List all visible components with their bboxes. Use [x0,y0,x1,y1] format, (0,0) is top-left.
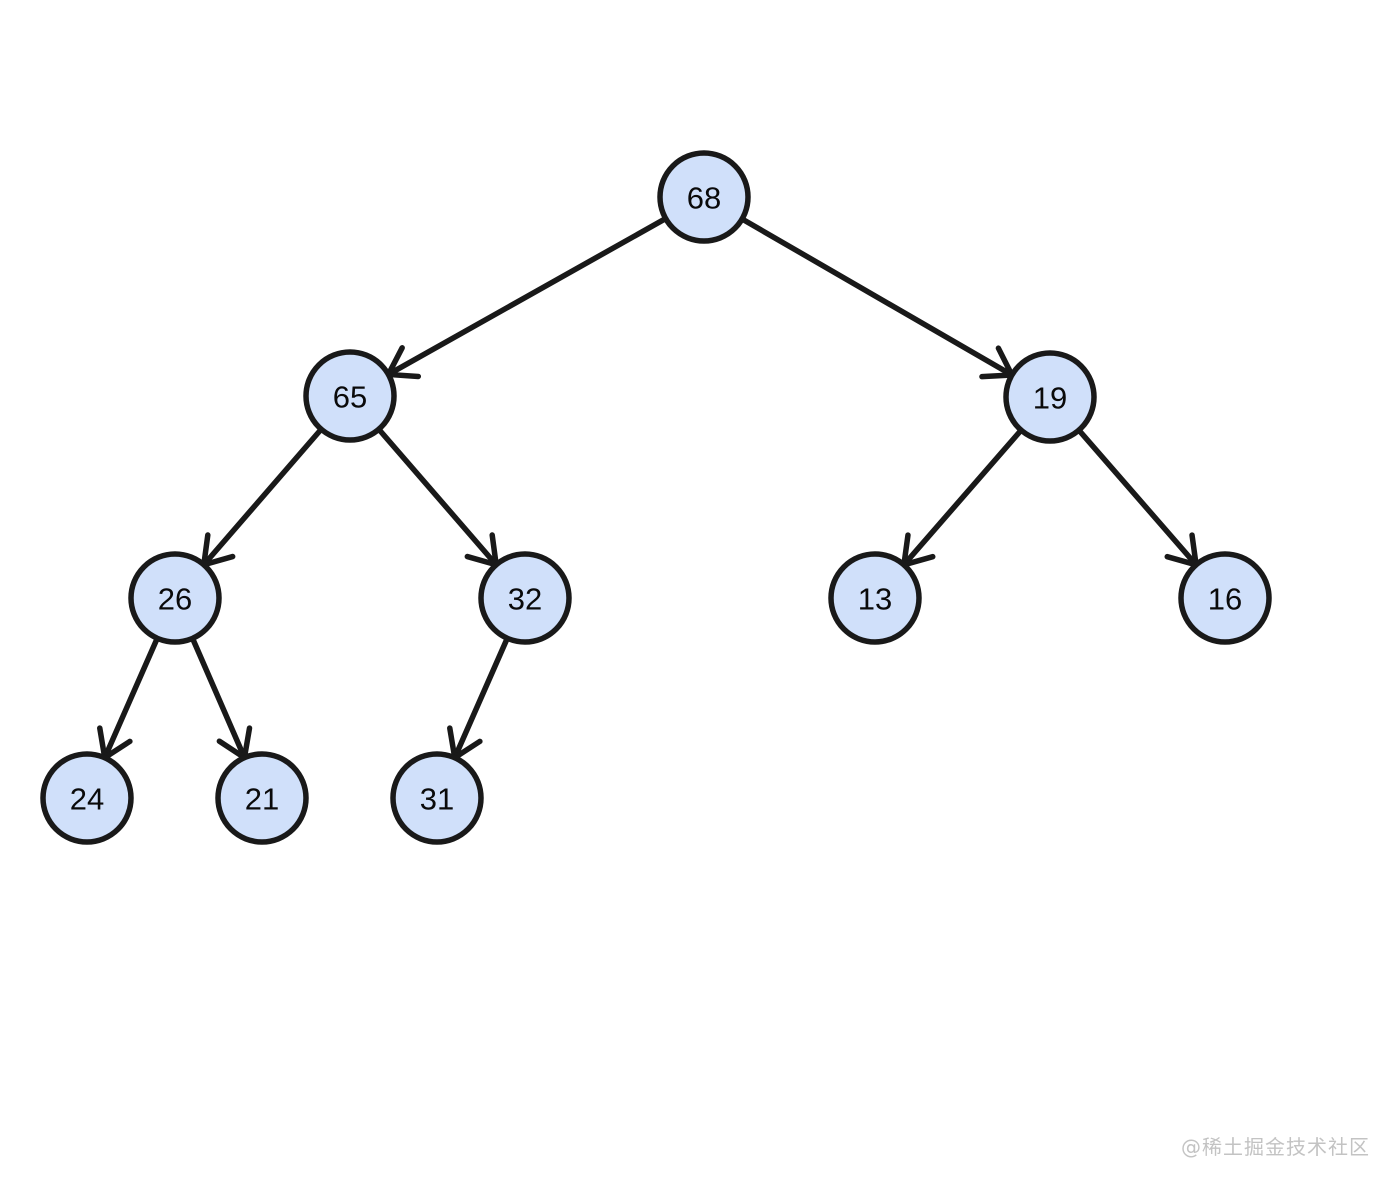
edge-line [385,215,669,378]
tree-edge [201,426,324,568]
edge-line [201,426,324,568]
node-label: 16 [1208,582,1242,617]
node-circle[interactable] [657,150,751,244]
node-circle[interactable] [390,751,484,845]
tree-node[interactable]: 26 [128,551,222,645]
node-label: 68 [687,181,721,216]
node-circle[interactable] [828,551,922,645]
tree-edge [447,635,511,761]
tree-edge [385,215,669,380]
tree-edge [189,635,253,761]
tree-node[interactable]: 31 [390,751,484,845]
tree-node[interactable]: 13 [828,551,922,645]
watermark-text: @稀土掘金技术社区 [1181,1135,1370,1159]
tree-node[interactable]: 68 [657,150,751,244]
tree-node[interactable]: 65 [303,349,397,443]
tree-node[interactable]: 19 [1003,350,1097,444]
tree-edge [901,427,1024,568]
node-label: 65 [333,380,367,415]
edge-line [1076,427,1199,568]
node-circle[interactable] [1003,350,1097,444]
node-circle[interactable] [478,551,572,645]
node-label: 31 [420,782,454,817]
edge-line [739,216,1015,378]
node-label: 21 [245,782,279,817]
tree-edge [97,635,161,761]
tree-node[interactable]: 32 [478,551,572,645]
node-label: 32 [508,582,542,617]
edge-line [189,635,248,761]
node-label: 26 [158,582,192,617]
edge-line [101,635,161,761]
tree-node[interactable]: 21 [215,751,309,845]
edges-layer [97,215,1199,761]
tree-edge [376,426,499,568]
node-circle[interactable] [1178,551,1272,645]
tree-edge [1076,427,1199,568]
node-label: 24 [70,782,104,817]
edge-line [451,635,511,761]
node-circle[interactable] [40,751,134,845]
node-label: 19 [1033,381,1067,416]
node-label: 13 [858,582,892,617]
edge-line [901,427,1024,568]
node-circle[interactable] [303,349,397,443]
tree-node[interactable]: 24 [40,751,134,845]
node-circle[interactable] [128,551,222,645]
node-circle[interactable] [215,751,309,845]
tree-node[interactable]: 16 [1178,551,1272,645]
edge-line [376,426,499,568]
tree-edge [739,216,1015,380]
nodes-layer: 68 65 19 26 32 13 16 24 21 31 [40,150,1272,845]
